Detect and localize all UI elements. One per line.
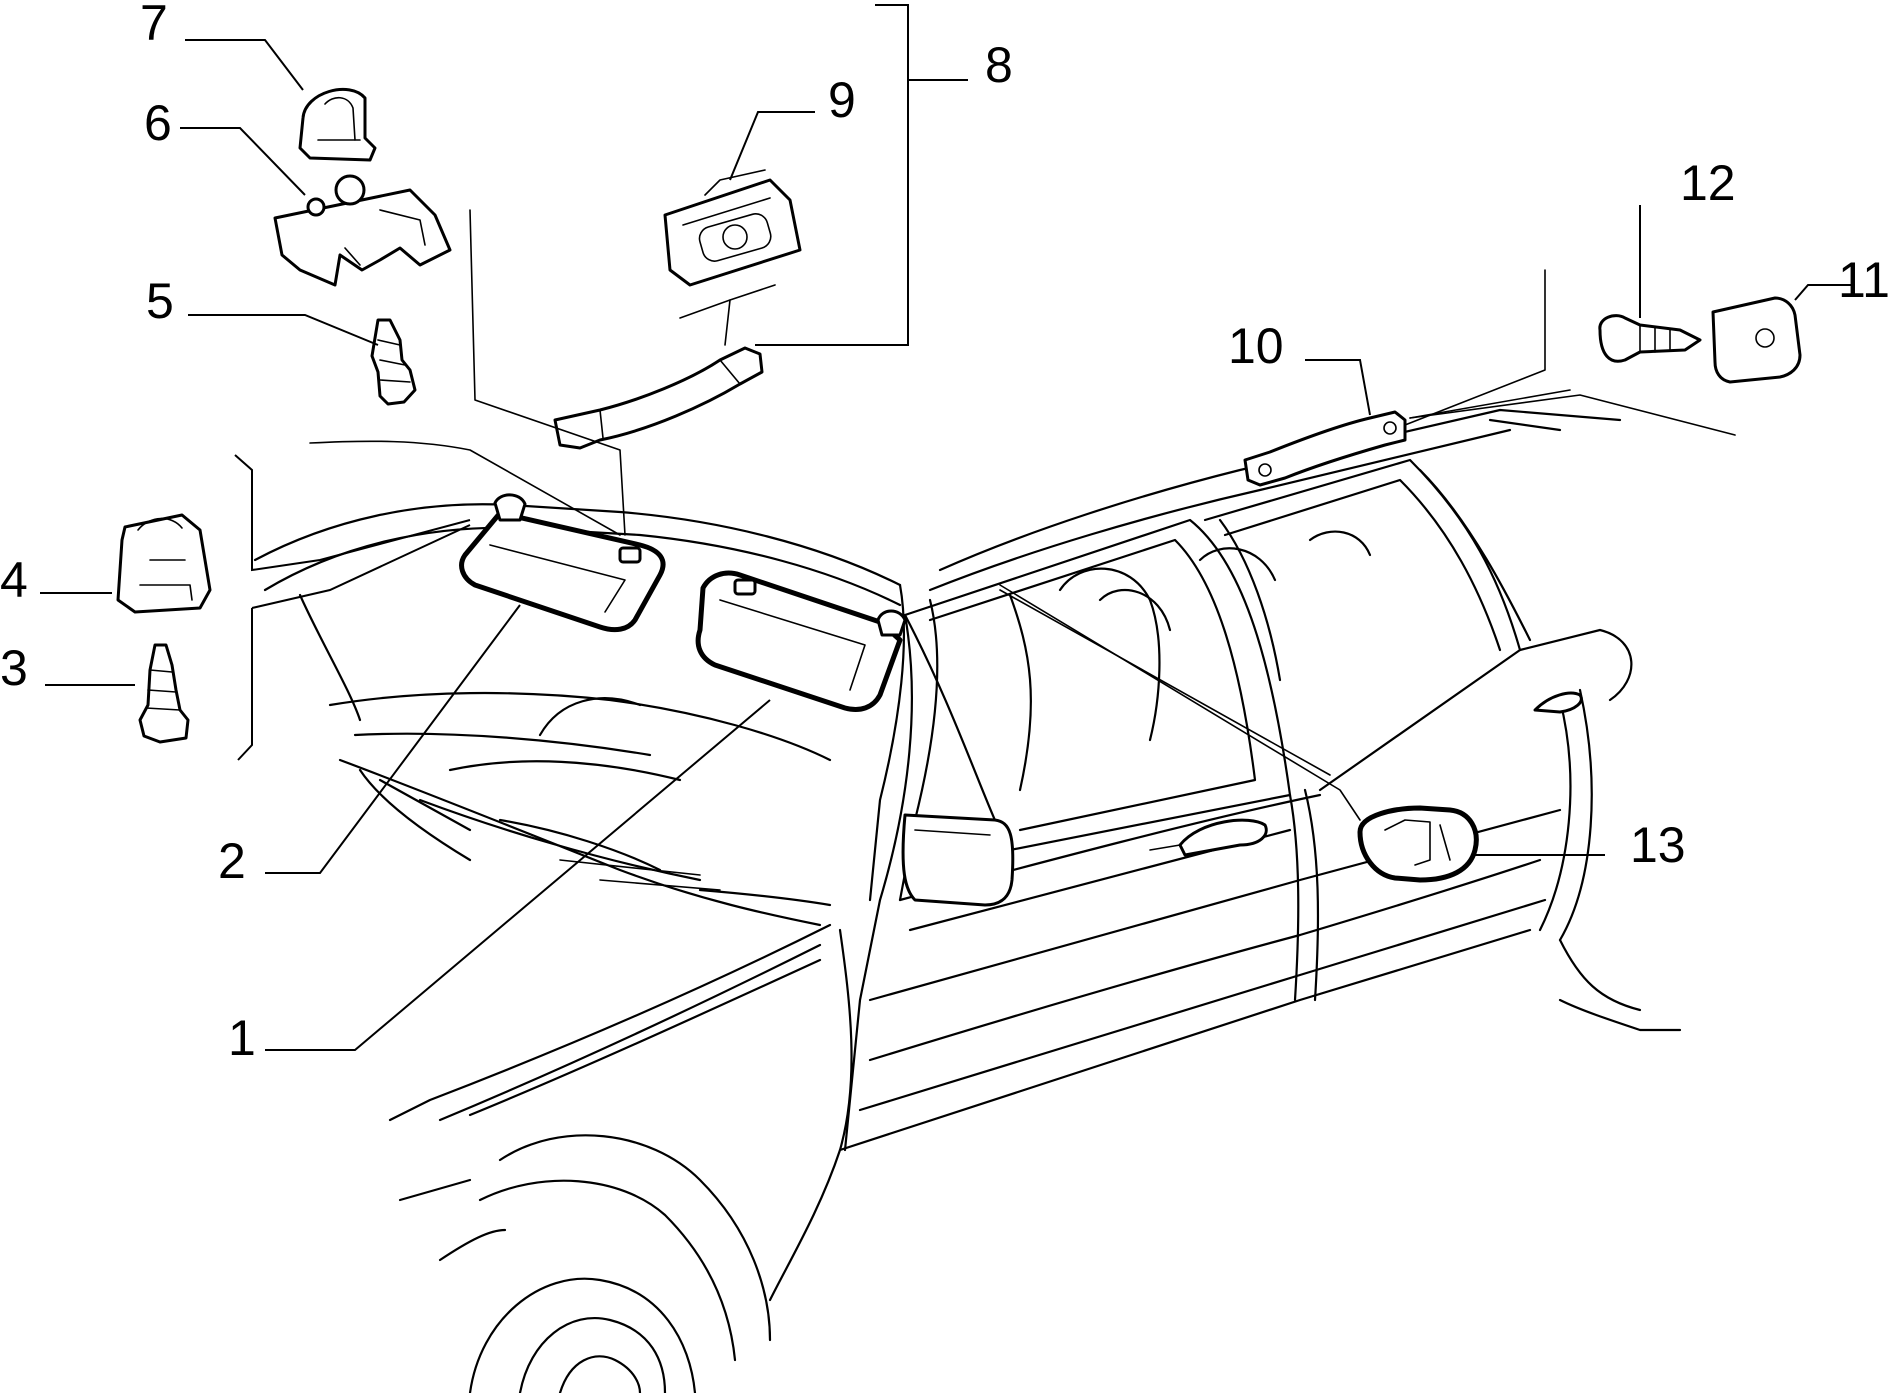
callout-labels: 7 6 5 4 3 8 9 2 1 10 12 11 13 [0,0,1890,1066]
part-13-lamp [1357,805,1479,883]
callout-6: 6 [144,95,172,151]
callout-8: 8 [985,37,1013,93]
part-9-lamp [663,169,802,287]
callout-5: 5 [146,273,174,329]
part-4-mount [116,513,212,614]
callout-13: 13 [1630,817,1686,873]
part-5-push-clip [370,318,417,406]
part-2-sun-visor [459,493,666,633]
part-7-clip [298,87,377,162]
callout-3: 3 [0,640,28,696]
part-10-grab-handle [1243,410,1407,487]
callout-4: 4 [0,552,28,608]
part-11-cap [1711,296,1802,384]
leader-lines [40,4,1855,1051]
callout-9: 9 [828,72,856,128]
part-3-push-pin [138,643,190,744]
callout-7: 7 [140,0,168,51]
callout-1: 1 [228,1010,256,1066]
car-body-outline [253,408,1682,1393]
part-1-sun-visor [695,570,907,712]
part-12-screw [1598,314,1702,363]
callout-10: 10 [1228,318,1284,374]
callout-11: 11 [1838,252,1890,308]
callout-12: 12 [1680,155,1736,211]
part-8-grab-handle [553,346,764,450]
part-6-bracket [273,174,452,287]
callout-2: 2 [218,833,246,889]
